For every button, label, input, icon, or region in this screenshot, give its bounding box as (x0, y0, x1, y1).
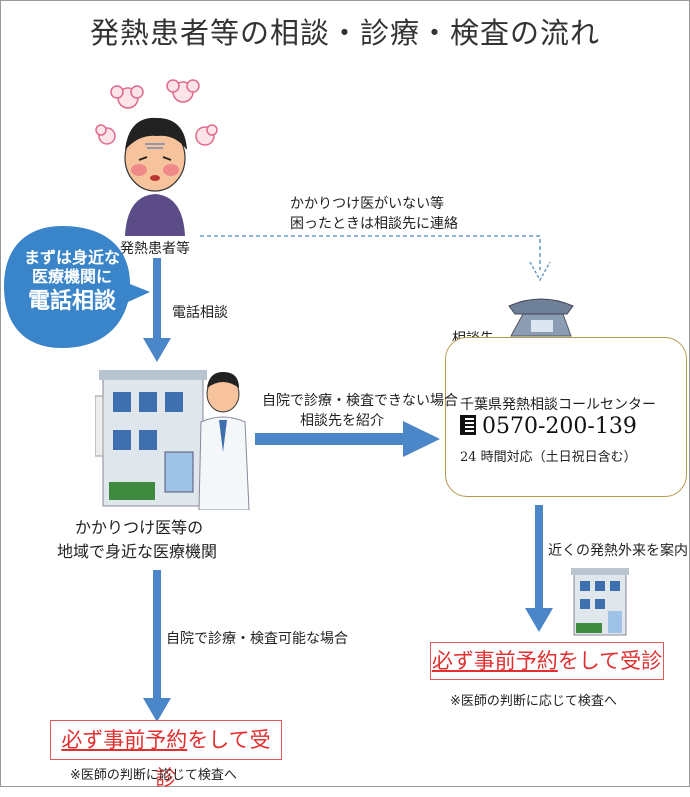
reservation-rest-right: をして受診 (557, 649, 663, 673)
phone-icon (460, 415, 476, 435)
referral-note-line1: 自院で診療・検査できない場合 (262, 393, 458, 409)
bubble-text: まずは身近な 医療機関に 電話相談 (12, 248, 132, 316)
phone-consult-label: 電話相談 (172, 305, 228, 321)
speech-bubble (4, 226, 150, 348)
exam-note-right: ※医師の判断に応じて検査へ (450, 694, 617, 709)
reservation-rest-left: をして受診 (155, 728, 271, 790)
patient-label: 発熱患者等 (120, 241, 190, 257)
reservation-box-left: 必ず事前予約をして受診 (50, 720, 282, 790)
telephone-icon (508, 298, 574, 337)
referral-note-line2: 相談先を紹介 (300, 413, 384, 429)
no-doctor-note-line2: 困ったときは相談先に連絡 (290, 216, 458, 232)
exam-note-left: ※医師の判断に応じて検査へ (70, 768, 237, 783)
bubble-line1: まずは身近な (23, 248, 120, 267)
clinic-label-line1: かかりつけ医等の (75, 518, 204, 537)
call-center-phone[interactable]: 0570-200-139 (460, 414, 637, 439)
call-center-hours: 24 時間対応（土日祝日含む） (460, 450, 637, 465)
bubble-line3: 電話相談 (27, 289, 116, 315)
reservation-box-right: 必ず事前予約をして受診 (430, 642, 664, 680)
no-doctor-note-line1: かかりつけ医がいない等 (290, 196, 445, 212)
reservation-underlined-right: 必ず事前予約 (431, 649, 558, 673)
reservation-underlined-left: 必ず事前予約 (61, 728, 188, 752)
possible-label: 自院で診療・検査可能な場合 (166, 631, 348, 647)
call-center-name: 千葉県発熱相談コールセンター (460, 397, 656, 413)
hospital-illustration (571, 568, 629, 636)
clinic-illustration (95, 370, 250, 510)
patient-illustration (95, 79, 218, 236)
bubble-line2: 医療機関に (31, 267, 112, 287)
guide-label: 近くの発熱外来を案内 (548, 543, 688, 559)
call-center-box: 千葉県発熱相談コールセンター 0570-200-139 24 時間対応（土日祝日… (445, 337, 687, 497)
page-title: 発熱患者等の相談・診療・検査の流れ (89, 16, 600, 50)
clinic-label-line2: 地域で身近な医療機関 (57, 542, 218, 561)
call-center-phone-number: 0570-200-139 (482, 414, 637, 439)
